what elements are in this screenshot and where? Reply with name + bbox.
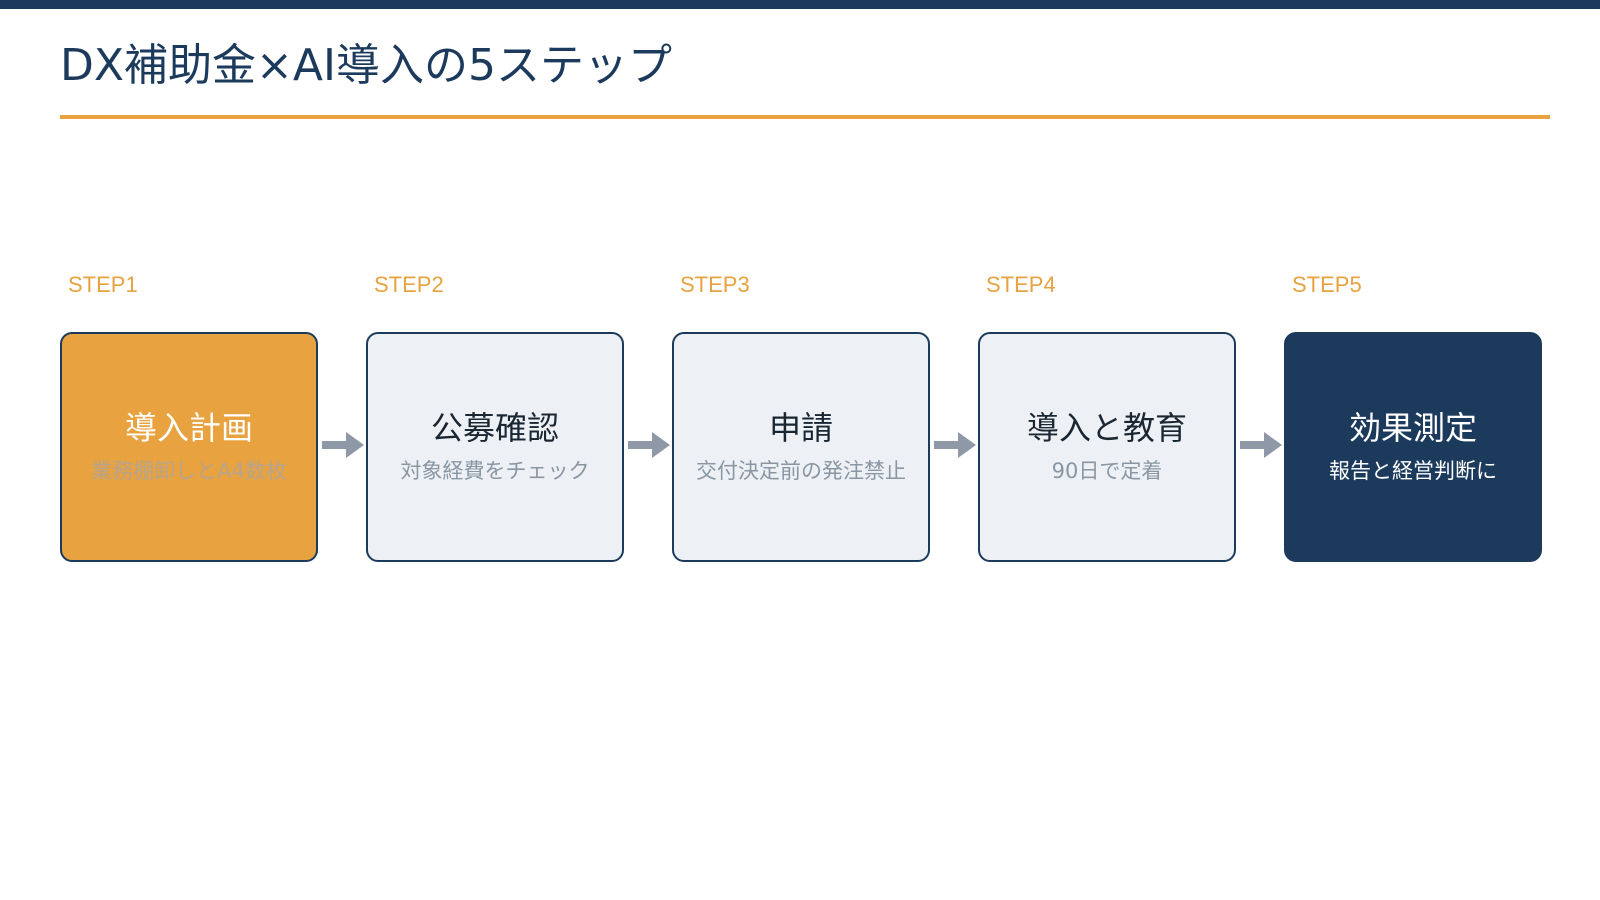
step-3-label: STEP3 [680,272,750,297]
step-1-description: 業務棚卸しとA4数枚 [91,459,287,483]
step-3-description: 交付決定前の発注禁止 [696,459,906,483]
step-3-title: 申請 [768,409,833,447]
step-4-description: 90日で定着 [1051,459,1163,483]
step-4-title: 導入と教育 [1026,409,1187,447]
title-underline [60,115,1550,119]
arrow-right-icon [628,432,670,458]
arrow-right-icon [322,432,364,458]
step-1-box: 導入計画 業務棚卸しとA4数枚 [60,332,318,562]
page-title: DX補助金×AI導入の5ステップ [60,40,672,91]
step-2-description: 対象経費をチェック [400,459,590,483]
step-1-label: STEP1 [68,272,138,297]
step-5-title: 効果測定 [1348,409,1477,447]
step-5-box: 効果測定 報告と経営判断に [1284,332,1542,562]
step-5-label: STEP5 [1292,272,1362,297]
arrow-right-icon [1240,432,1282,458]
top-accent-bar [0,0,1600,9]
step-4-box: 導入と教育 90日で定着 [978,332,1236,562]
step-5-description: 報告と経営判断に [1329,459,1497,483]
step-3-box: 申請 交付決定前の発注禁止 [672,332,930,562]
step-4-label: STEP4 [986,272,1056,297]
step-2-box: 公募確認 対象経費をチェック [366,332,624,562]
arrow-right-icon [934,432,976,458]
step-1-title: 導入計画 [124,409,253,447]
step-2-title: 公募確認 [430,409,559,447]
step-2-label: STEP2 [374,272,444,297]
